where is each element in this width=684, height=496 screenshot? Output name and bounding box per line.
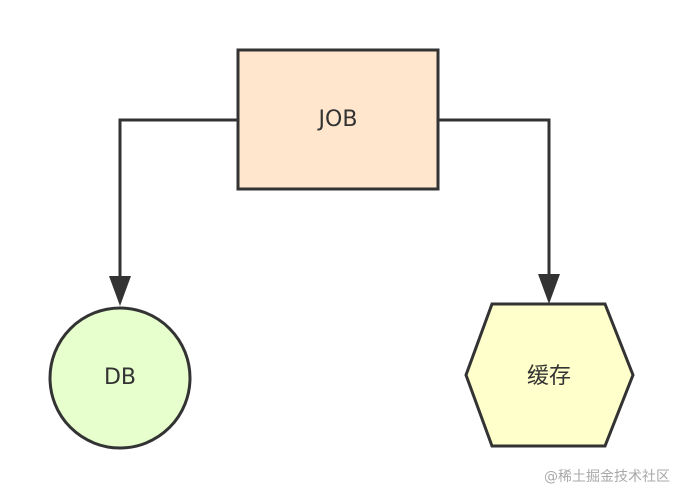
- node-db-label: DB: [104, 365, 136, 390]
- node-db-shape: [48, 306, 192, 450]
- node-job[interactable]: JOB: [236, 48, 440, 191]
- node-cache-label: 缓存: [527, 364, 571, 389]
- edge-job-to-db-arrowhead: [109, 276, 131, 306]
- edge-job-to-db: [109, 118, 238, 306]
- node-db[interactable]: DB: [48, 306, 192, 450]
- node-job-label: JOB: [317, 107, 358, 132]
- node-cache[interactable]: 缓存: [464, 302, 635, 448]
- edge-job-to-cache-arrowhead: [538, 274, 560, 304]
- watermark: @稀土掘金技术社区: [544, 469, 670, 485]
- node-job-shape: [236, 48, 440, 191]
- node-cache-shape: [464, 302, 635, 448]
- edge-job-to-cache: [438, 118, 560, 304]
